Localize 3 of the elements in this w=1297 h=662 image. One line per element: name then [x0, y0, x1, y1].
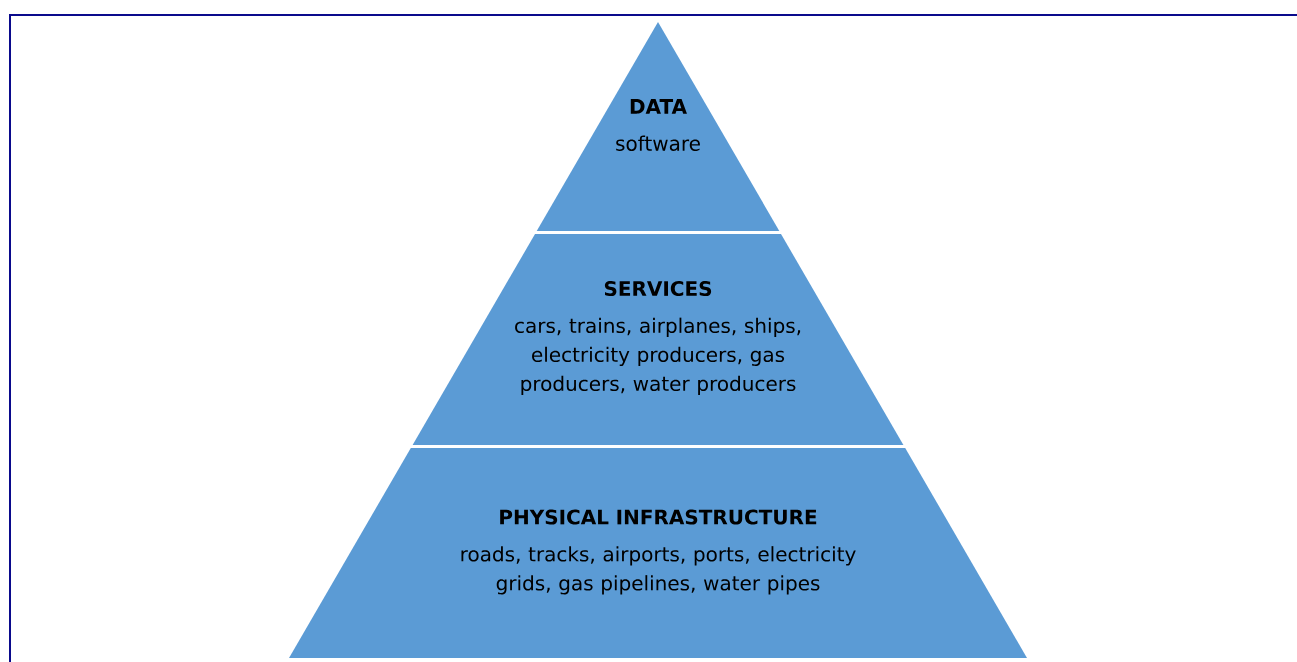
pyramid-level: SERVICES cars, trains, airplanes, ships, electricity producers, gas producers, water producers	[412, 234, 904, 445]
pyramid-level: PHYSICAL INFRASTRUCTURE roads, tracks, airports, ports, electricity grids, gas pipelines, water pipes	[289, 448, 1027, 658]
pyramid-level: DATA software	[536, 22, 780, 231]
